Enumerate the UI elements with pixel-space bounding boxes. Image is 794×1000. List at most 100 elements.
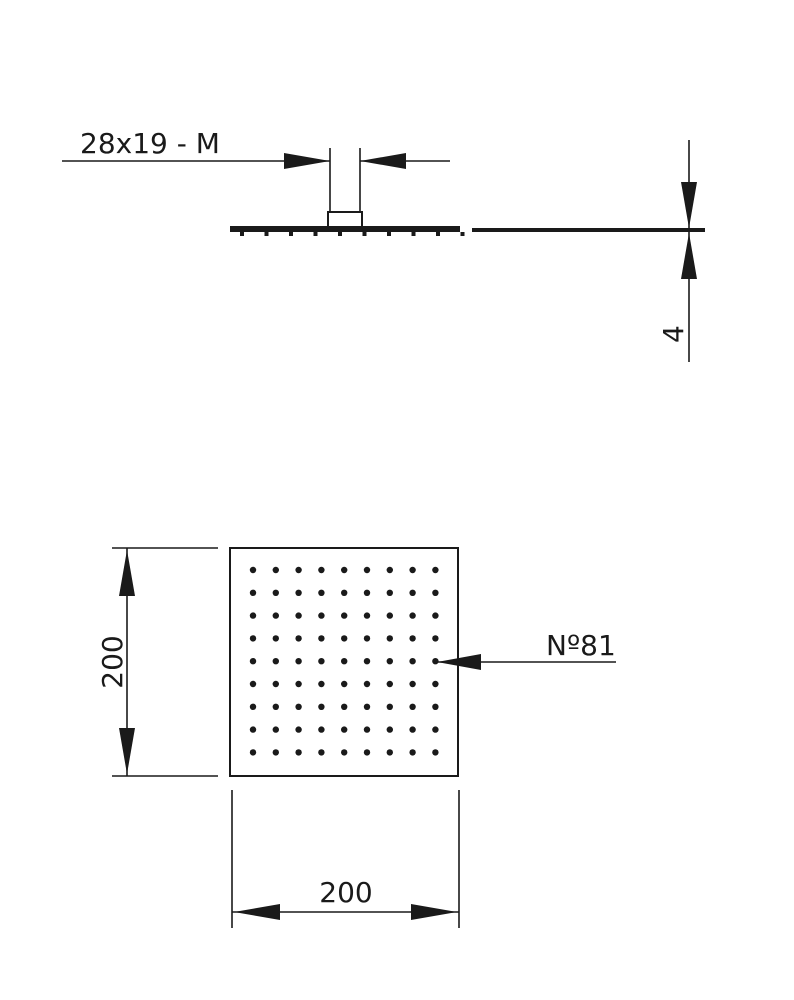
nozzle-dot bbox=[432, 566, 439, 574]
nozzle-tick bbox=[240, 232, 244, 236]
thickness-arrow-bottom bbox=[681, 233, 697, 279]
nozzle-dot bbox=[341, 680, 348, 688]
nozzle-dot bbox=[272, 749, 279, 756]
nozzle-dot bbox=[272, 703, 279, 710]
nozzle-dot bbox=[409, 726, 416, 733]
nozzle-dot bbox=[432, 589, 439, 596]
nozzle-tick bbox=[362, 232, 367, 236]
nozzle-dot bbox=[249, 703, 257, 710]
nozzle-dot bbox=[272, 726, 279, 733]
nozzle-dot bbox=[432, 612, 439, 619]
nozzle-dot bbox=[272, 680, 279, 688]
nozzle-dot bbox=[272, 566, 279, 574]
nozzle-dot bbox=[409, 680, 416, 688]
nozzle-dot bbox=[341, 612, 348, 619]
nozzle-dot bbox=[363, 726, 371, 733]
nozzle-dot bbox=[386, 612, 393, 619]
nozzle-dot bbox=[341, 703, 348, 710]
nozzle-dot bbox=[295, 589, 302, 596]
nozzle-dot bbox=[386, 589, 393, 596]
nozzle-tick bbox=[313, 232, 318, 236]
nozzle-dot bbox=[341, 749, 348, 756]
nozzle-dot bbox=[386, 566, 393, 574]
nozzle-dot bbox=[295, 635, 302, 642]
nozzle-grid bbox=[249, 566, 439, 756]
nozzle-dot bbox=[295, 703, 302, 710]
nozzle-dot bbox=[363, 635, 371, 642]
nozzle-dot bbox=[409, 589, 416, 596]
nozzle-dot bbox=[432, 680, 439, 688]
nozzle-dot bbox=[318, 703, 325, 710]
nozzle-dot bbox=[363, 658, 371, 665]
nozzle-dot bbox=[341, 658, 348, 665]
nozzle-dot bbox=[409, 749, 416, 756]
nozzle-dot bbox=[341, 566, 348, 574]
connection-arrow-left bbox=[284, 153, 330, 169]
nozzle-dot bbox=[318, 749, 325, 756]
top-view: 200 200 Nº81 bbox=[96, 547, 616, 928]
thickness-dimension-label: 4 bbox=[657, 325, 690, 343]
nozzle-dot bbox=[249, 680, 257, 688]
nozzle-tick bbox=[289, 232, 293, 236]
connection-dimension-label: 28x19 - M bbox=[80, 127, 220, 160]
nozzle-dot bbox=[432, 749, 439, 756]
nozzle-tick bbox=[411, 232, 416, 236]
nozzle-dot bbox=[409, 612, 416, 619]
height-arrow-top bbox=[119, 550, 135, 596]
nozzle-dot bbox=[341, 589, 348, 596]
nozzle-dot bbox=[249, 566, 257, 574]
nozzle-dot bbox=[318, 680, 325, 688]
height-arrow-bottom bbox=[119, 728, 135, 774]
nozzle-dot bbox=[318, 566, 325, 574]
width-arrow-left bbox=[234, 904, 280, 920]
nozzle-dot bbox=[363, 749, 371, 756]
nozzle-dot bbox=[249, 749, 257, 756]
nozzle-dot bbox=[386, 635, 393, 642]
nozzle-dot bbox=[363, 680, 371, 688]
nozzle-dot bbox=[249, 589, 257, 596]
width-dimension-label: 200 bbox=[319, 876, 372, 909]
nozzle-dot bbox=[432, 658, 439, 665]
width-arrow-right bbox=[411, 904, 457, 920]
nozzle-dot bbox=[249, 658, 257, 665]
nozzle-dot bbox=[318, 589, 325, 596]
nozzle-dot bbox=[341, 726, 348, 733]
nozzle-dot bbox=[432, 703, 439, 710]
nozzle-dot bbox=[318, 726, 325, 733]
nozzle-dot bbox=[409, 566, 416, 574]
nozzle-dot bbox=[295, 612, 302, 619]
nozzle-dot bbox=[341, 635, 348, 642]
nozzle-dot bbox=[272, 658, 279, 665]
nozzle-tick bbox=[338, 232, 342, 236]
nozzle-dot bbox=[386, 680, 393, 688]
nozzle-tick bbox=[436, 232, 440, 236]
nozzle-dot bbox=[386, 703, 393, 710]
nozzle-dot bbox=[363, 589, 371, 596]
side-view: 28x19 - M 4 bbox=[62, 127, 705, 362]
nozzle-tick bbox=[387, 232, 391, 236]
nozzle-dot bbox=[318, 612, 325, 619]
nozzle-dot bbox=[272, 635, 279, 642]
nozzle-dot bbox=[318, 658, 325, 665]
nozzle-leader-arrow bbox=[437, 654, 481, 670]
nozzle-dot bbox=[432, 635, 439, 642]
nozzle-tick bbox=[460, 232, 465, 236]
nozzle-dot bbox=[295, 749, 302, 756]
nozzle-dot bbox=[363, 566, 371, 574]
nozzle-dot bbox=[295, 658, 302, 665]
shower-plate-side bbox=[230, 226, 460, 232]
nozzle-dot bbox=[249, 612, 257, 619]
nozzle-dot bbox=[249, 635, 257, 642]
nozzle-dot bbox=[295, 680, 302, 688]
nozzle-dot bbox=[409, 635, 416, 642]
nozzle-dot bbox=[318, 635, 325, 642]
nozzle-dot bbox=[386, 658, 393, 665]
connection-arrow-right bbox=[360, 153, 406, 169]
nozzle-dot bbox=[363, 612, 371, 619]
nozzle-dot bbox=[295, 726, 302, 733]
nozzle-ticks bbox=[240, 232, 465, 236]
nozzle-dot bbox=[386, 726, 393, 733]
height-dimension-label: 200 bbox=[96, 635, 129, 688]
nozzle-dot bbox=[386, 749, 393, 756]
